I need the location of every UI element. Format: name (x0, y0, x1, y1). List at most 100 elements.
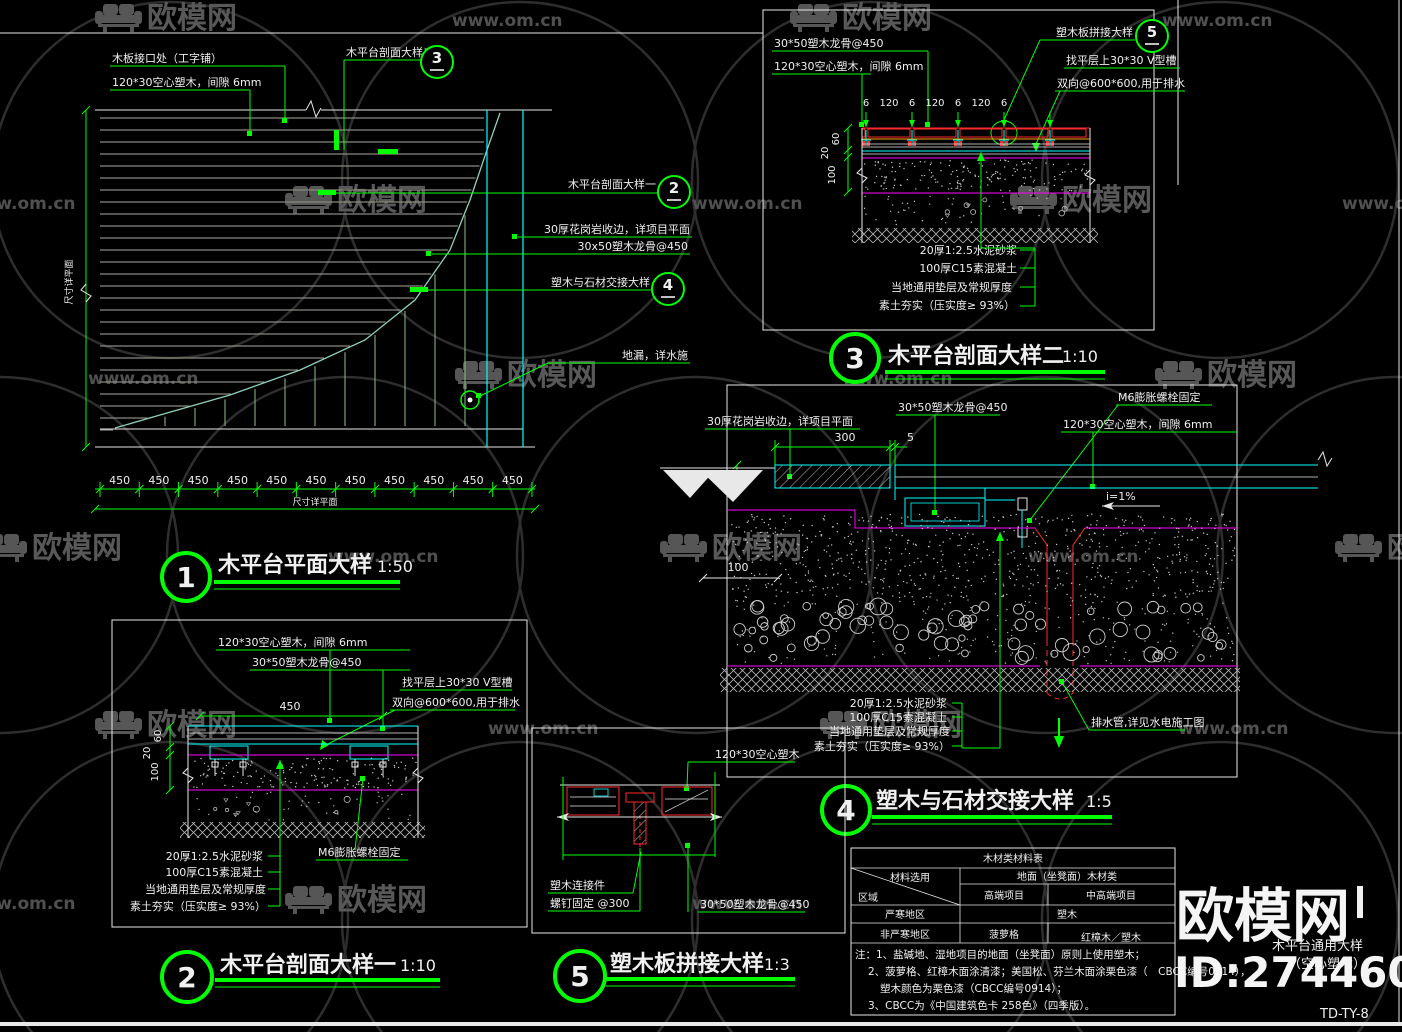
section-detail-4: 30厚花岗岩收边，详项目平面 30*50塑木龙骨@450 M6膨胀螺栓固定 12… (660, 384, 1333, 836)
vgroove2-label-d2: 双向@600*600,用于排水 (392, 695, 520, 709)
title-detail4: 4 塑木与石材交接大样 1:5 (820, 784, 1112, 836)
d3-deck-section (852, 127, 1098, 243)
d4-top-labels: 30厚花岗岩收边，详项目平面 30*50塑木龙骨@450 M6膨胀螺栓固定 12… (705, 390, 1237, 523)
sheet-title-line1: 木平台通用大样 (1272, 939, 1363, 954)
watermark-url: www.om.cn (1162, 11, 1273, 31)
drawing-number: TD-TY-8 (1319, 1007, 1369, 1022)
slope-label: i=1% (1106, 490, 1136, 503)
sofa-icon (1010, 186, 1057, 214)
d3-soil-hatch (852, 228, 1098, 243)
plan-drain-callout: 地漏，详水施 (476, 348, 690, 398)
mortar-label-d4: 20厚1:2.5水泥砂浆 (850, 696, 947, 710)
sofa-icon (820, 711, 867, 739)
watermark-url: www.om.cn (0, 894, 76, 914)
plan-deck-planks (100, 117, 484, 431)
d4-dim-5: 5 (907, 431, 914, 444)
d3-deck-boards (861, 128, 1087, 146)
title3-scale: 1:10 (1062, 347, 1098, 366)
ref5-label: 塑木板拼接大样 (1056, 25, 1133, 39)
sofa-icon (95, 4, 142, 32)
d4-layer-callouts: 20厚1:2.5水泥砂浆 100厚C15素混凝土 当地通用垫层及常规厚度 素土夯… (814, 532, 1004, 753)
granite-label-plan: 30厚花岗岩收边，详项目平面 (544, 222, 690, 236)
screw-label: 螺钉固定 @300 (550, 896, 630, 910)
watermark-url: www.om.cn (692, 894, 803, 914)
watermark-tile: 欧模网 (820, 708, 962, 743)
d2-cushion-texture (196, 791, 411, 821)
watermark-url: www.om.cn (1028, 547, 1139, 567)
plan-ref2: 木平台剖面大样一 2 (318, 175, 691, 209)
m6-label-d2: M6膨胀螺栓固定 (318, 845, 401, 859)
plan-ref4: 塑木与石材交接大样 4 (410, 272, 685, 306)
watermark-brand: 欧模网 (1207, 358, 1297, 393)
watermark-url: www.om.cn (1342, 194, 1402, 214)
d5-plank-left (566, 786, 620, 816)
plan-seg-dim: 450 (502, 474, 523, 487)
joist-label-d2: 30*50塑木龙骨@450 (252, 655, 362, 669)
table-row1-area: 严寒地区 (885, 908, 925, 921)
sofa-icon (95, 711, 142, 739)
d2-m6-callout: M6膨胀螺栓固定 (316, 776, 408, 861)
ref4-label: 塑木与石材交接大样 (551, 275, 650, 289)
cushion-label-d2: 当地通用垫层及常规厚度 (145, 882, 266, 896)
ref3-bubble-number: 3 (432, 49, 442, 67)
d3-vgroove-callout: 找平层上30*30 V型槽 双向@600*600,用于排水 (1032, 53, 1185, 152)
d3-dim-60: 60 (831, 133, 842, 146)
sheet-title-line2: （空心塑木） (1288, 957, 1366, 972)
sofa-icon (1335, 534, 1382, 562)
plan-outline (95, 99, 552, 448)
note-line-4: 3、CBCC为《中国建筑色卡 258色》（四季版）。 (868, 999, 1095, 1012)
plan-seg-dim: 450 (384, 474, 405, 487)
watermark-tile: 欧模网 (0, 531, 122, 566)
d2-vgroove-callout: 找平层上30*30 V型槽 双向@600*600,用于排水 (320, 675, 520, 750)
plan-seg-dim: 450 (188, 474, 209, 487)
title2-text: 木平台剖面大样一 (219, 952, 396, 978)
plan-seg-dim: 450 (266, 474, 287, 487)
hollow-label-d5: 120*30空心塑木 (715, 747, 800, 761)
watermark-url: www.om.cn (452, 11, 563, 31)
sheet-title-block: 木平台通用大样 （空心塑木） TD-TY-8 (1272, 886, 1369, 1022)
pavement-break-triangle (663, 470, 715, 498)
note-line-3: 塑木颜色为栗色漆（CBCC编号0914）； (880, 982, 1067, 995)
sofa-icon (0, 534, 27, 562)
table-row2-high: 菠萝格 (989, 928, 1019, 941)
d4-concrete-texture (729, 513, 1236, 599)
material-table: 木材类材料表 材料选用 区域 地面（坐凳面）木材类 高端项目 中高端项目 严寒地… (850, 847, 1251, 1016)
table-notes: 注：1、盐碱地、湿地项目的地面（坐凳面）原则上使用塑木； 2、菠萝格、红樟木面涂… (855, 948, 1251, 1012)
title-detail2: 2 木平台剖面大样一 1:10 (160, 950, 440, 1004)
title-block-mark (1357, 886, 1363, 918)
table-row2-mid: 红樟木／塑木 (1081, 931, 1141, 944)
d3-dim-100: 100 (827, 165, 838, 184)
d2-dim-450: 450 (195, 700, 388, 721)
plan-seg-dim: 450 (463, 474, 484, 487)
granite-slab (774, 464, 891, 489)
joist-label-d3: 30*50塑木龙骨@450 (774, 36, 884, 50)
table-col1: 高端项目 (984, 889, 1024, 902)
d3-concrete-texture (863, 159, 1089, 192)
title1-text: 木平台平面大样 (217, 552, 372, 578)
watermark-tile: 欧模网 (285, 883, 427, 918)
plan-seg-dim: 450 (148, 474, 169, 487)
d3-chain-dim: 120 (971, 98, 990, 109)
title4-number: 4 (836, 794, 855, 827)
sofa-icon (660, 534, 707, 562)
sofa-icon (455, 361, 502, 389)
d5-hollow-callout: 120*30空心塑木 (684, 747, 800, 791)
d5-extension-lines (562, 772, 716, 860)
watermark-brand: 欧模网 (872, 708, 962, 743)
d2-dim-60: 60 (153, 730, 164, 743)
title-detail1: 1 木平台平面大样 1:50 (160, 551, 413, 603)
d2-dim-450-label: 450 (280, 700, 301, 713)
watermark-brand: 欧模网 (1062, 183, 1152, 218)
watermark-url: www.om.cn (692, 194, 803, 214)
plan-seg-dim: 450 (227, 474, 248, 487)
d3-chain-dim: 6 (1001, 98, 1007, 109)
mortar-label-d3: 20厚1:2.5水泥砂浆 (920, 243, 1017, 257)
granite-label-d4: 30厚花岗岩收边，详项目平面 (707, 414, 853, 428)
plan-seg-dim: 450 (109, 474, 130, 487)
plan-edge-curve (114, 112, 501, 429)
sofa-icon (1155, 361, 1202, 389)
